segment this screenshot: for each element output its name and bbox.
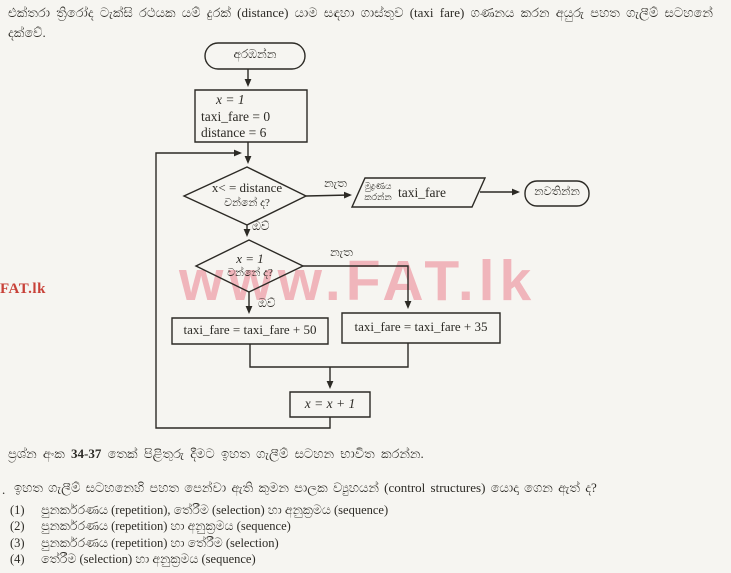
option-row-1: (1) පුනර්කරණය (repetition), තේරීම (selec…	[10, 502, 388, 518]
connector-loop-back	[156, 149, 330, 428]
start-terminal-label: අරඹන්න	[233, 47, 277, 61]
decision2-condition: x = 1	[236, 251, 264, 266]
option-row-4: (4) තේරීම (selection) හා අනුක්‍රමය (sequ…	[10, 551, 388, 567]
option-1-number: (1)	[10, 503, 25, 517]
connector-decision2-add35	[303, 266, 412, 309]
decision1-shape	[184, 167, 306, 225]
end-terminal-shape	[525, 181, 589, 206]
decision1-question: වන්නේ ද?	[224, 197, 270, 209]
option-2-text: පුනර්කරණය (repetition) හා අනුක්‍රමය (seq…	[41, 519, 291, 534]
output-parallelogram-shape	[352, 178, 485, 207]
question-text: ඉහත ගැලීම් සටහනෙහි පහත පෙන්වා ඇති කුමන ප…	[14, 480, 597, 495]
output-variable: taxi_fare	[398, 185, 446, 200]
decision1-no-label: නැත	[324, 176, 347, 190]
init-line1: x = 1	[216, 92, 245, 107]
intro-text: එක්තරා ත්‍රිරෝද ටැක්සි රථයක යම් දුරක් (d…	[8, 5, 713, 40]
watermark-left: FAT.lk	[0, 281, 46, 297]
decision1-condition: x< = distance	[211, 180, 283, 195]
option-3-number: (3)	[10, 535, 25, 550]
option-4-number: (4)	[10, 551, 25, 566]
watermark-center: www.FAT.lk	[179, 249, 537, 313]
decision1-yes-label: ඔව්	[252, 219, 270, 233]
option-2-number: (2)	[10, 519, 25, 534]
option-row-3: (3) පුනර්කරණය (repetition) හා තේරීම (sel…	[10, 535, 388, 551]
option-4-text: තේරීම (selection) හා අනුක්‍රමය (sequence…	[41, 551, 256, 566]
add35-box-label: taxi_fare = taxi_fare + 35	[354, 319, 488, 334]
add35-box-shape	[342, 313, 500, 343]
instruction-question-range: 34-37	[71, 446, 102, 461]
start-terminal-shape	[205, 43, 305, 69]
output-action-line1: මුද්‍රණය	[364, 181, 392, 191]
output-action-line2: කරන්න	[364, 192, 392, 202]
decision2-no-label: නැත	[330, 245, 353, 259]
increment-box-label: x = x + 1	[304, 396, 356, 411]
end-terminal-label: නවතින්න	[534, 186, 580, 198]
option-3-text: පුනර්කරණය (repetition) හා තේරීම (selecti…	[41, 535, 279, 550]
connector-decision1-output	[306, 191, 352, 199]
init-line3: distance = 6	[201, 125, 267, 140]
decision2-yes-label: ඔව්	[258, 296, 276, 310]
output-action-label: මුද්‍රණය කරන්න	[357, 181, 399, 203]
add50-box-label: taxi_fare = taxi_fare + 50	[183, 322, 317, 337]
instruction-prefix: ප්‍රශ්න අංක	[8, 446, 65, 461]
question-number-remnant: .	[2, 482, 6, 497]
instruction-text: ප්‍රශ්න අංක 34-37 තෙක් පිළිතුරු දීමට ඉහත…	[8, 446, 424, 462]
options-list: (1) පුනර්කරණය (repetition), තේරීම (selec…	[10, 502, 388, 567]
init-line2: taxi_fare = 0	[201, 108, 271, 124]
decision2-question: වන්නේ ද?	[227, 267, 273, 279]
connector-merge	[250, 343, 408, 367]
instruction-suffix: තෙක් පිළිතුරු දීමට ඉහත ගැලීම් සටහන භාවිත…	[107, 446, 424, 461]
option-row-2: (2) පුනර්කරණය (repetition) හා අනුක්‍රමය …	[10, 518, 388, 534]
option-1-text: පුනර්කරණය (repetition), තේරීම (selection…	[41, 503, 389, 517]
init-box-label: x = 1 taxi_fare = 0 distance = 6	[201, 92, 305, 142]
init-box-shape	[195, 90, 307, 142]
